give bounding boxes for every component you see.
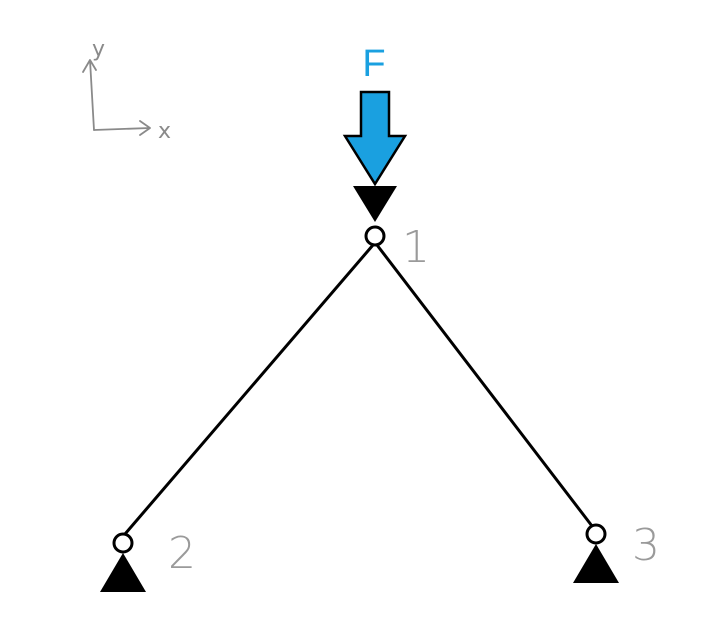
node-2 [112, 532, 134, 554]
roller-support-node-1 [353, 186, 397, 222]
x-axis-arrow [93, 120, 151, 136]
node-label-3: 3 [632, 520, 660, 571]
y-axis-label: y [92, 37, 105, 62]
x-axis-label: x [158, 119, 171, 144]
member-1-3 [375, 243, 594, 528]
pin-support-node-3 [573, 544, 619, 583]
force-arrow-shape [342, 90, 408, 187]
member-1-2 [123, 243, 375, 536]
y-axis-arrow [82, 59, 97, 131]
force-arrow: F [342, 43, 408, 187]
node-1 [364, 225, 386, 247]
node-3 [585, 523, 607, 545]
coordinate-system: y x [82, 37, 171, 144]
node-label-1: 1 [402, 222, 430, 273]
force-label: F [362, 43, 385, 85]
node-label-2: 2 [168, 528, 196, 579]
pin-support-node-2 [100, 553, 146, 592]
